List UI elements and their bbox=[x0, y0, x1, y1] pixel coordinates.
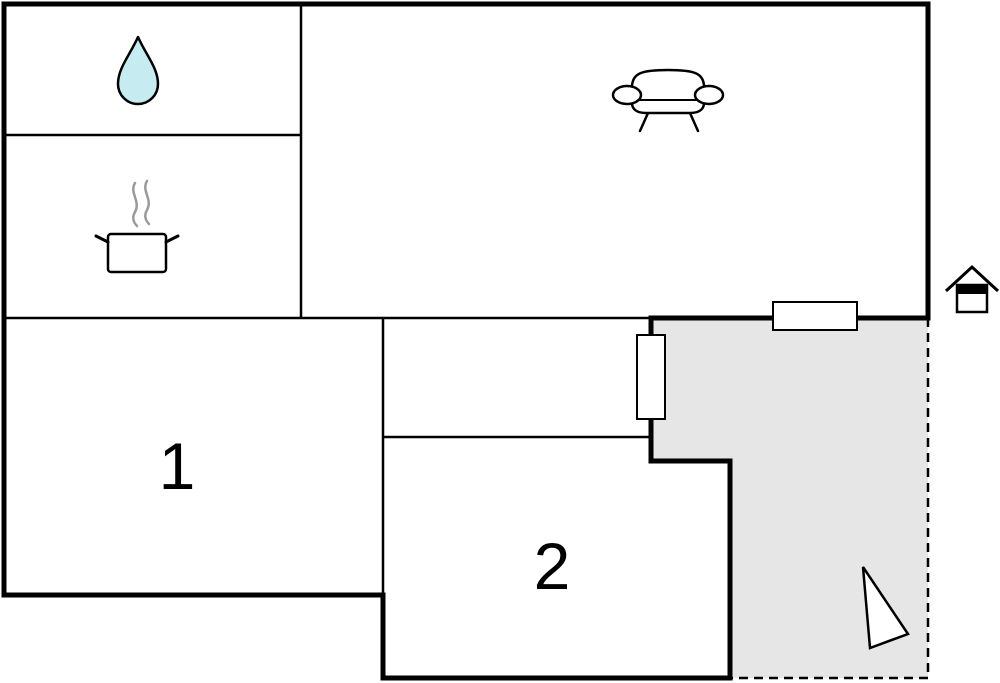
terrace-boundary bbox=[730, 318, 930, 680]
room-label-1: 1 bbox=[159, 429, 196, 503]
door-side bbox=[636, 334, 666, 420]
outer-wall bbox=[1, 1, 931, 681]
north-arrow-icon bbox=[861, 566, 910, 650]
terrace-area bbox=[651, 318, 928, 678]
cooking-pot-icon bbox=[94, 179, 180, 274]
room-label-2: 2 bbox=[534, 529, 571, 603]
water-drop-icon bbox=[116, 35, 160, 106]
entrance-house-icon bbox=[944, 264, 1000, 314]
window-top bbox=[772, 301, 858, 331]
sofa-icon bbox=[611, 68, 725, 133]
